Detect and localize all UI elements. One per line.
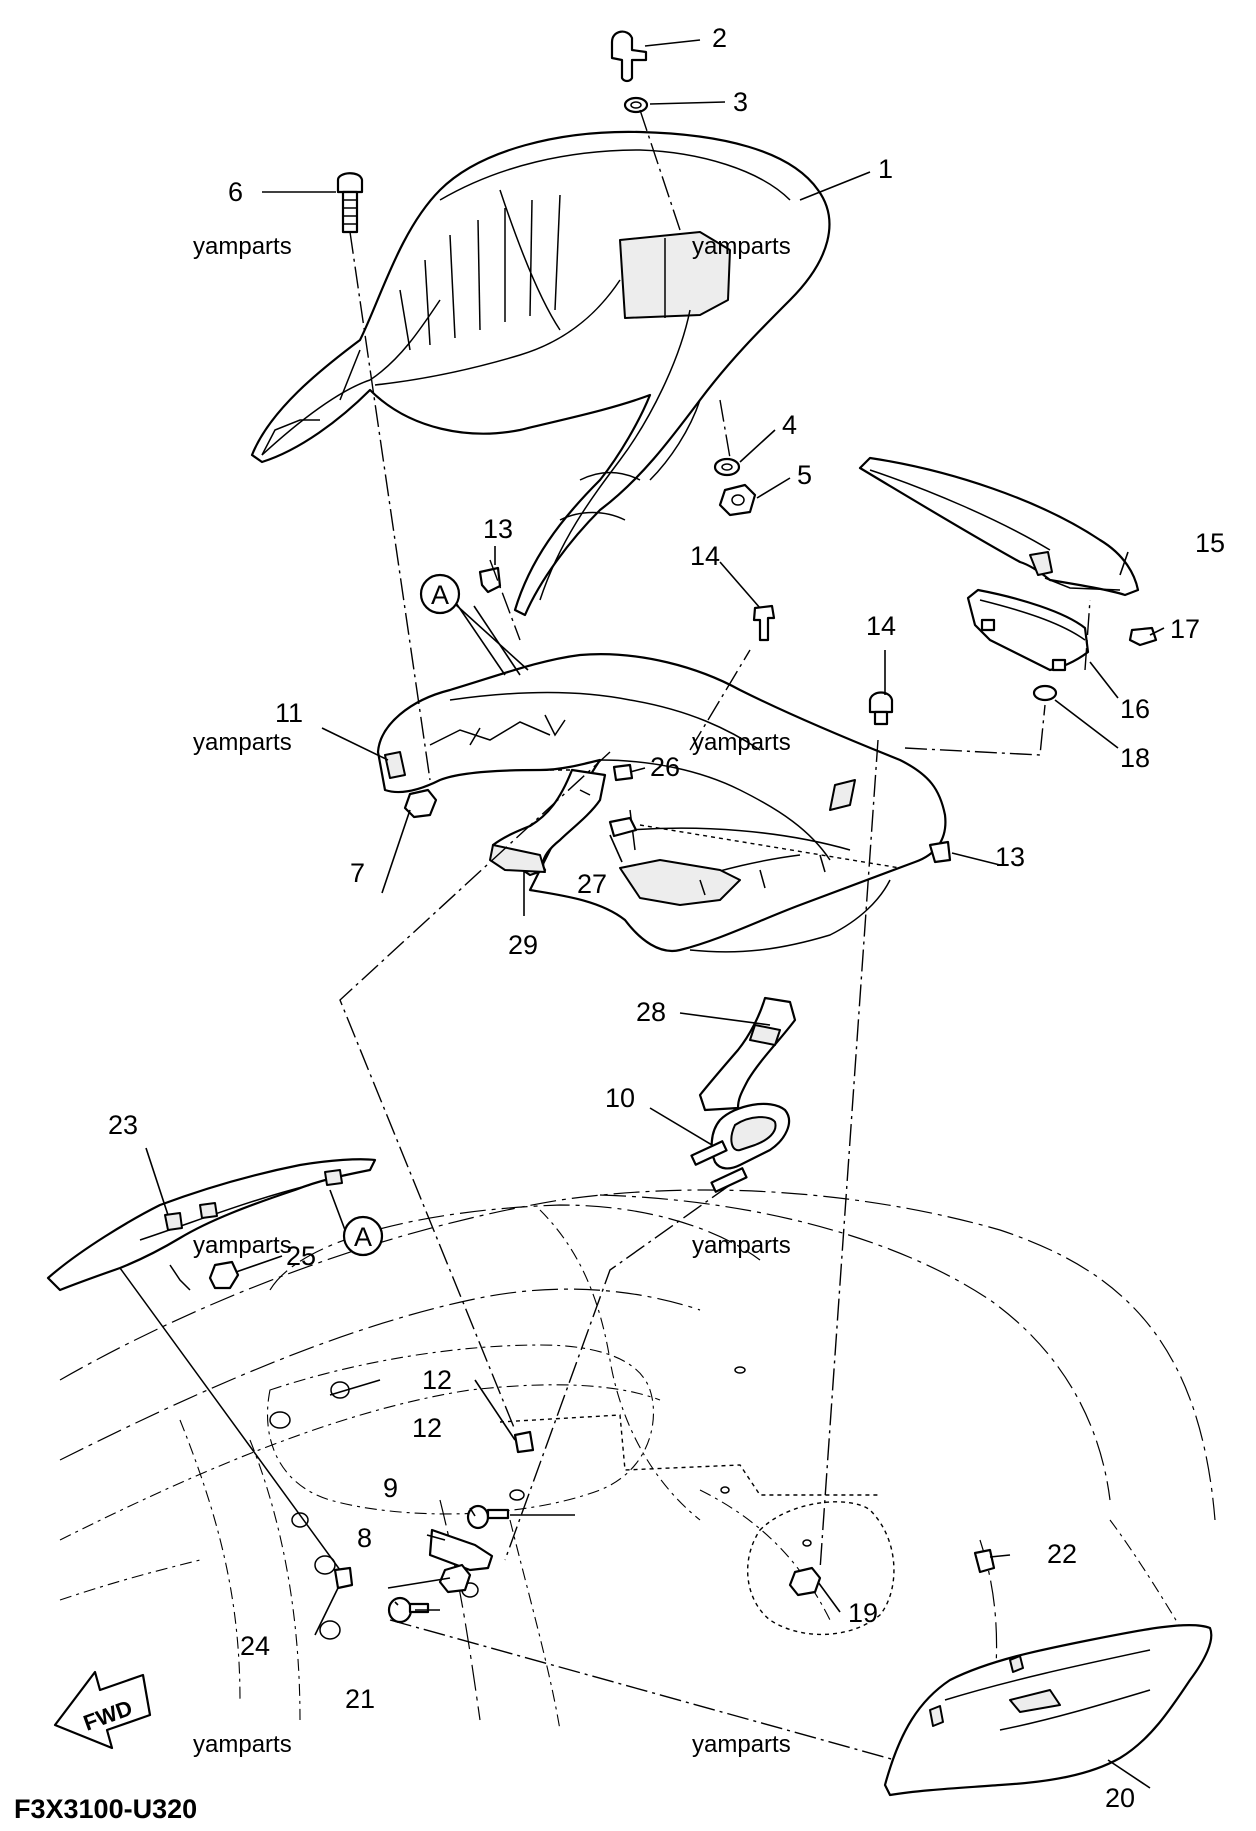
callout-11: 11: [275, 698, 303, 728]
assembly-lines: [119, 109, 1091, 1761]
part-16-bar: [966, 588, 1090, 672]
callout-28: 28: [636, 997, 666, 1027]
callout-2: 2: [712, 23, 727, 53]
callout-8: 8: [357, 1523, 372, 1553]
part-1-grip-handle: [250, 130, 831, 617]
callout-20: 20: [1105, 1783, 1135, 1813]
callout-10: 10: [605, 1083, 635, 1113]
callout-14b: 14: [866, 611, 896, 641]
watermark-text: yamparts: [193, 233, 292, 260]
watermarks: yamparts yamparts yamparts yamparts yamp…: [193, 233, 791, 1758]
callout-26: 26: [650, 752, 680, 782]
diagram-code: F3X3100-U320: [14, 1794, 197, 1824]
callout-5: 5: [797, 460, 812, 490]
part-23-side-trim: [46, 1158, 377, 1292]
callout-23: 23: [108, 1110, 138, 1140]
callout-29: 29: [508, 930, 538, 960]
part-28-bracket: [698, 996, 797, 1112]
callout-22: 22: [1047, 1539, 1077, 1569]
callout-12a: 12: [422, 1365, 452, 1395]
fwd-arrow-icon: FWD: [53, 1670, 152, 1750]
reference-marker-top: A: [419, 573, 461, 615]
callout-21: 21: [345, 1684, 375, 1714]
watermark-text: yamparts: [193, 1232, 292, 1259]
callout-25: 25: [286, 1241, 316, 1271]
callout-14a: 14: [690, 541, 720, 571]
part-20-side-trim: [883, 1623, 1213, 1797]
part-15-side-panel: [858, 456, 1140, 597]
callout-9: 9: [383, 1473, 398, 1503]
reference-marker-bottom: A: [342, 1215, 384, 1257]
watermark-text: yamparts: [193, 1731, 292, 1758]
callout-1: 1: [878, 154, 893, 184]
part-11-cover: [376, 653, 947, 953]
callout-13a: 13: [483, 514, 513, 544]
part-10-hook: [690, 1102, 791, 1193]
callout-7: 7: [350, 858, 365, 888]
callout-15: 15: [1195, 528, 1225, 558]
callout-labels: 2 3 6 1 4 5 13 14 14 15 17 16 18 11 26 7…: [108, 23, 1225, 1813]
callout-12b: 12: [412, 1413, 442, 1443]
watermark-text: yamparts: [692, 729, 791, 756]
watermark-text: yamparts: [692, 1232, 791, 1259]
watermark-text: yamparts: [692, 1731, 791, 1758]
callout-13b: 13: [995, 842, 1025, 872]
hull-outline: [59, 1189, 1216, 1731]
reference-marker-label: A: [354, 1222, 372, 1252]
leader-lines: [145, 39, 1165, 1789]
callout-19: 19: [848, 1598, 878, 1628]
callout-6: 6: [228, 177, 243, 207]
hardware: [208, 30, 1158, 1624]
callout-18: 18: [1120, 743, 1150, 773]
watermark-text: yamparts: [193, 729, 292, 756]
reference-marker-label: A: [431, 580, 449, 610]
callout-4: 4: [782, 410, 797, 440]
callout-3: 3: [733, 87, 748, 117]
callout-27: 27: [577, 869, 607, 899]
watermark-text: yamparts: [692, 233, 791, 260]
callout-16: 16: [1120, 694, 1150, 724]
callout-24: 24: [240, 1631, 270, 1661]
part-29-bracket: [489, 768, 607, 877]
callout-17: 17: [1170, 614, 1200, 644]
